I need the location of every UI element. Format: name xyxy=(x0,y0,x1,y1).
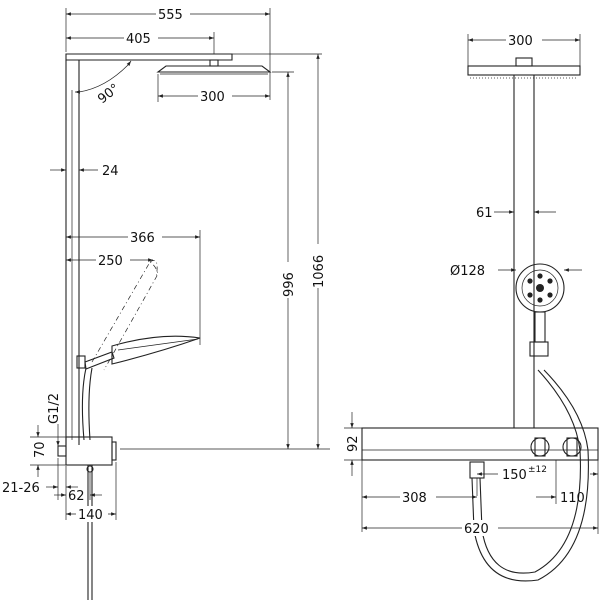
rail-width-label: 24 xyxy=(102,164,119,179)
dim-body-depth: 62 xyxy=(54,472,102,504)
connection-tolerance-label: ±12 xyxy=(528,465,547,475)
dim-rail-width: 24 xyxy=(50,164,119,179)
hand-shower-max-reach-label: 366 xyxy=(130,231,155,246)
dim-overall-reach: 555 xyxy=(65,6,271,100)
thermostat-body-side xyxy=(57,436,117,473)
dim-overall-height: 1066 xyxy=(232,53,327,449)
arm-length-label: 405 xyxy=(126,32,151,47)
projection-label: 140 xyxy=(78,508,103,523)
connection-spacing-label: 150 xyxy=(502,468,527,483)
dim-hand-shower-max-reach: 366 xyxy=(66,229,201,345)
body-depth-label: 62 xyxy=(68,489,85,504)
dim-head-width-front: 300 xyxy=(467,32,581,66)
dim-thermostat-height: 70 xyxy=(30,425,66,477)
total-width-label: 620 xyxy=(464,522,489,537)
dim-total-width: 620 xyxy=(362,460,599,537)
head-width-side-label: 300 xyxy=(200,90,225,105)
side-view: 90° xyxy=(2,6,330,600)
thermostat-height-label: 70 xyxy=(33,441,48,458)
hand-shower-reach-label: 250 xyxy=(98,254,123,269)
shower-arm xyxy=(65,53,233,61)
dim-hand-shower-reach: 250 xyxy=(66,252,153,269)
dim-wall-offset: 21-26 xyxy=(2,458,78,520)
dim-projection: 140 xyxy=(66,462,117,523)
riser-pipe-front xyxy=(513,75,535,428)
swivel-angle-label: 90° xyxy=(95,81,122,107)
dim-height-to-outlet: 996 xyxy=(120,71,330,450)
riser-pipe xyxy=(65,60,80,445)
hose-front xyxy=(469,369,589,582)
hand-shower-tilted-outline xyxy=(91,260,159,371)
overhead-shower-head-front xyxy=(467,57,581,79)
front-view: 300 61 Ø128 92 150 ±12 xyxy=(344,32,599,582)
head-width-front-label: 300 xyxy=(508,34,533,49)
connection-thread-label: G1/2 xyxy=(47,393,62,424)
swivel-angle-annotation: 90° xyxy=(75,60,132,107)
overhead-shower-head xyxy=(156,59,272,75)
right-offset-label: 110 xyxy=(560,491,585,506)
hose-side xyxy=(81,367,93,600)
dim-hand-shower-diameter: Ø128 xyxy=(450,264,582,279)
hand-shower-diameter-label: Ø128 xyxy=(450,264,485,279)
shelf-height-label: 92 xyxy=(346,435,361,452)
thermostat-shelf-front xyxy=(361,427,599,461)
rail-width-front-label: 61 xyxy=(476,206,493,221)
dim-connection-spacing: 150 ±12 xyxy=(476,465,598,496)
dim-rail-width-front: 61 xyxy=(476,206,556,221)
hand-shower-side xyxy=(76,335,201,370)
hand-shower-front xyxy=(515,263,565,357)
overall-height-label: 1066 xyxy=(312,255,327,288)
dim-shelf-height: 92 xyxy=(344,412,362,476)
left-offset-label: 308 xyxy=(402,491,427,506)
wall-offset-label: 21-26 xyxy=(2,481,40,496)
dim-connection-thread: G1/2 xyxy=(47,393,62,446)
dim-arm-length: 405 xyxy=(66,30,215,54)
dim-right-offset: 110 xyxy=(536,460,585,506)
height-to-outlet-label: 996 xyxy=(282,272,297,297)
overall-reach-label: 555 xyxy=(158,8,183,23)
dim-head-width-side: 300 xyxy=(157,74,270,105)
dim-left-offset: 308 xyxy=(361,460,477,532)
